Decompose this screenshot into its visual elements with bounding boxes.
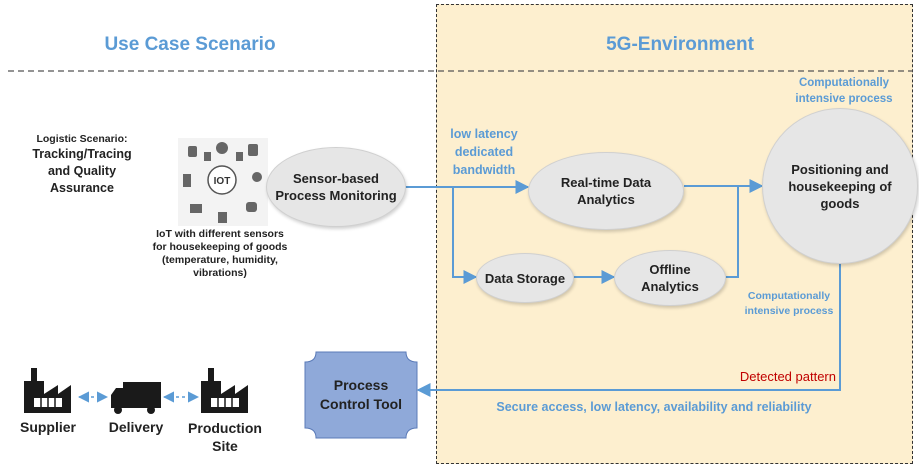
- secure-access-label: Secure access, low latency, availability…: [496, 400, 812, 414]
- supplier-label: Supplier: [19, 419, 76, 435]
- production-factory-icon: [201, 368, 248, 413]
- delivery-label: Delivery: [108, 419, 164, 435]
- arrow-offline-to-positioning: [726, 186, 739, 278]
- arrow-branch-to-storage: [452, 187, 478, 284]
- detected-pattern-label: Detected pattern: [739, 369, 836, 384]
- environment-title: 5G-Environment: [606, 34, 754, 55]
- delivery-truck-icon: [111, 382, 161, 414]
- iot-sensors-icon: IOT: [183, 142, 262, 223]
- iot-caption: IoT with different sensors for housekeep…: [152, 228, 288, 279]
- data-storage-node: Data Storage: [476, 253, 574, 303]
- process-control-shape: [304, 351, 418, 439]
- use-case-title: Use Case Scenario: [104, 34, 276, 55]
- arrow-feedback-to-tool: [416, 262, 841, 397]
- logistic-scenario-label: Logistic Scenario: Tracking/Tracing and …: [32, 133, 132, 195]
- iot-sensor-illustration: IOT: [178, 138, 268, 226]
- iot-badge-text: IOT: [214, 176, 231, 187]
- supplier-factory-icon: [24, 368, 71, 413]
- computational-mid-label: Computationally intensive process: [744, 290, 834, 317]
- production-site-label: Production Site: [188, 420, 262, 454]
- computational-top-label: Computationally intensive process: [795, 77, 893, 105]
- low-latency-label: low latency dedicated bandwidth: [450, 127, 518, 177]
